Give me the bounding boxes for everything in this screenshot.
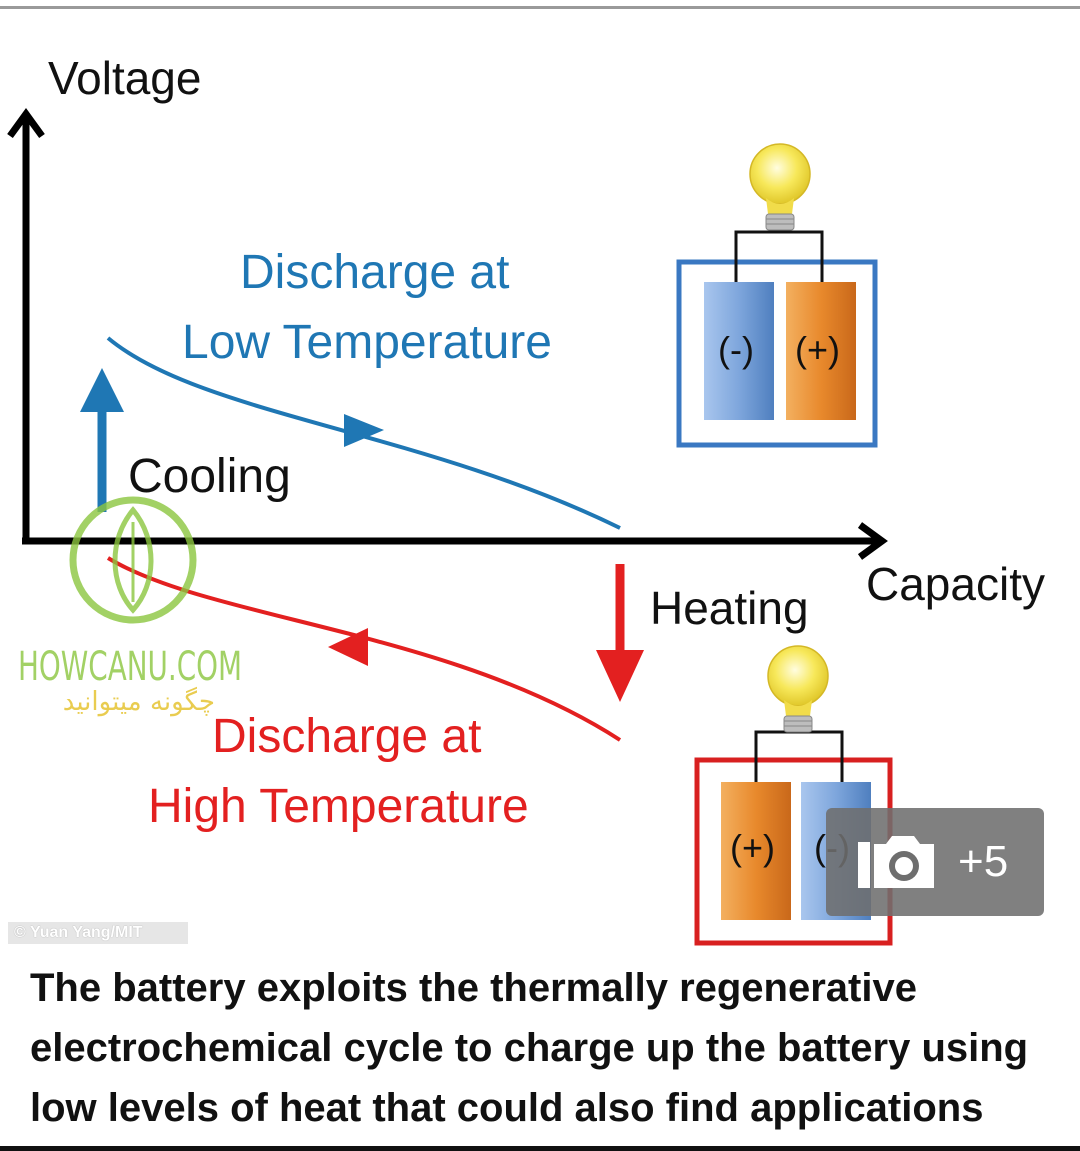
low-temperature-label-line2: Low Temperature	[182, 316, 552, 369]
positive-cell	[721, 782, 791, 920]
photo-gallery-button[interactable]: +5	[826, 808, 1044, 916]
bottom-divider	[0, 1146, 1080, 1151]
low-temperature-label-line1: Discharge at	[240, 246, 509, 299]
x-axis-label: Capacity	[866, 558, 1045, 610]
positive-cell	[786, 282, 856, 420]
negative-cell-label: (-)	[718, 329, 754, 370]
light-bulb-icon	[767, 645, 829, 733]
battery-low-temperature	[676, 143, 878, 448]
positive-cell-label: (+)	[795, 329, 840, 370]
cooling-arrow-head	[80, 368, 124, 412]
positive-cell-label: (+)	[730, 827, 775, 868]
top-divider	[0, 6, 1080, 9]
heating-arrow-head	[596, 650, 644, 702]
axes	[7, 108, 888, 560]
cooling-label: Cooling	[128, 450, 291, 503]
y-axis-label: Voltage	[48, 52, 201, 104]
battery-frame-blue	[676, 259, 878, 448]
image-caption: The battery exploits the thermally regen…	[30, 966, 1029, 1130]
gallery-count: +5	[958, 837, 1009, 886]
x-axis-arrowhead	[857, 522, 888, 560]
watermark-tagline: چگونه میتوانید	[63, 686, 215, 717]
leaf-logo-icon	[69, 496, 197, 624]
light-bulb-icon	[749, 143, 811, 231]
low-temperature-curve	[106, 336, 621, 530]
watermark-site: HOWCANU.COM	[18, 644, 242, 690]
high-temperature-label-line1: Discharge at	[212, 710, 481, 763]
high-temperature-direction-arrow	[328, 628, 368, 666]
circuit-wire	[754, 730, 844, 782]
battery-cycle-diagram[interactable]: Voltage Capacity Discharge at Low Temper…	[0, 10, 1080, 950]
image-credit: © Yuan Yang/MIT	[8, 922, 188, 944]
negative-cell	[704, 282, 774, 420]
howcanu-watermark: HOWCANU.COM چگونه میتوانید	[18, 496, 242, 717]
circuit-wire	[734, 230, 824, 282]
y-axis-arrowhead	[7, 108, 45, 139]
diagram-canvas: Voltage Capacity Discharge at Low Temper…	[7, 52, 1045, 946]
high-temperature-label-line2: High Temperature	[148, 780, 529, 833]
low-temperature-direction-arrow	[344, 414, 384, 447]
heating-label: Heating	[650, 582, 809, 634]
camera-icon	[858, 836, 934, 888]
high-temperature-curve	[106, 556, 622, 742]
